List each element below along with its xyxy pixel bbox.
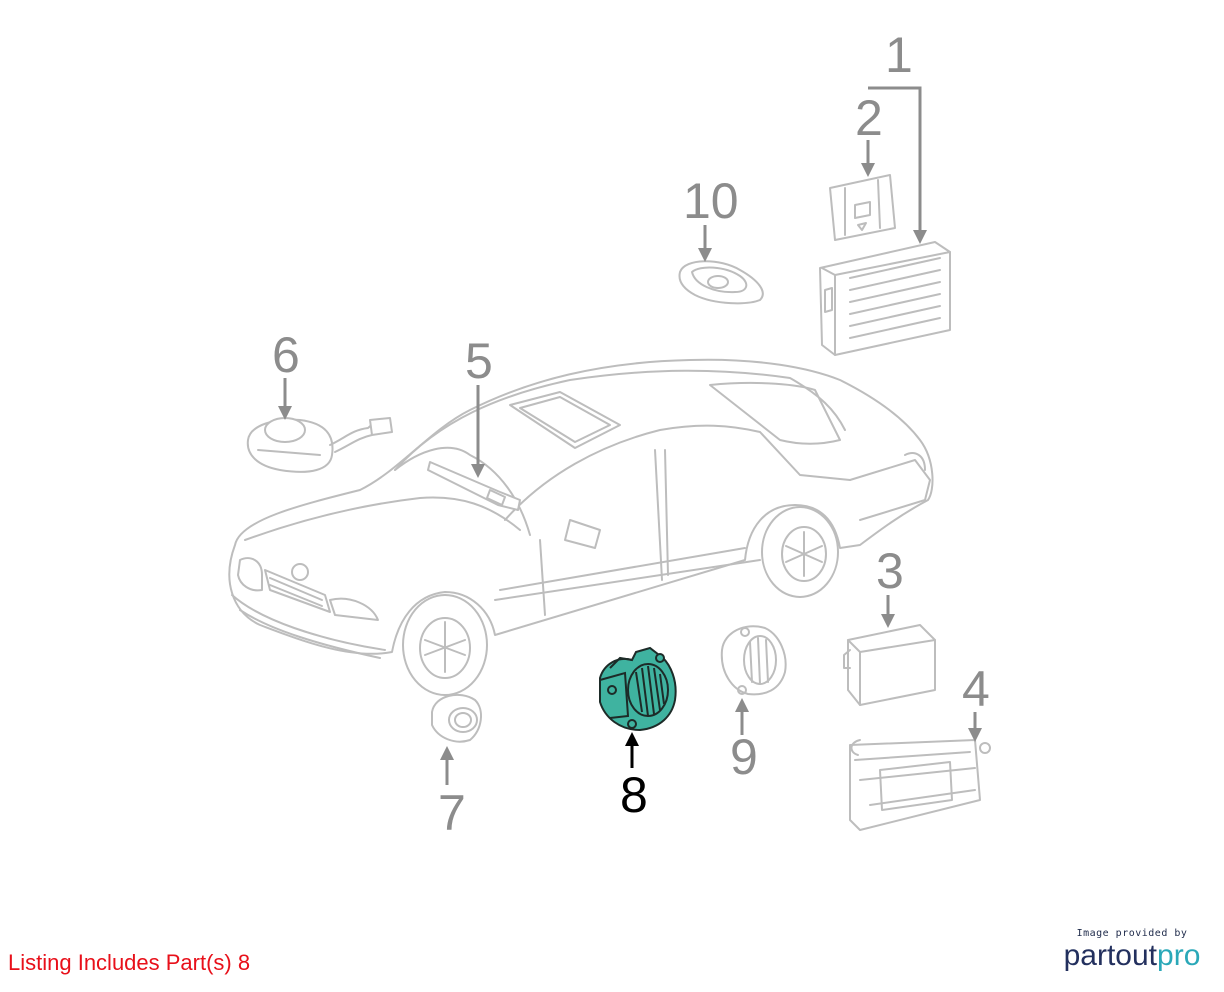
brand-part1: partout: [1063, 939, 1158, 972]
credit-caption: Image provided by: [1076, 928, 1188, 939]
callout-6: 6: [272, 327, 300, 383]
callout-8: 8: [620, 767, 648, 823]
callout-2: 2: [855, 90, 883, 146]
part-1-amplifier[interactable]: [819, 241, 951, 356]
partoutpro-logo: partoutpro: [1054, 941, 1210, 971]
callout-5: 5: [465, 333, 493, 389]
callout-3: 3: [876, 543, 904, 599]
callout-9: 9: [730, 729, 758, 785]
callout-1: 1: [885, 27, 913, 83]
part-2-module[interactable]: [829, 174, 896, 241]
listing-includes-text: Listing Includes Part(s) 8: [8, 950, 251, 975]
callout-leaders: [278, 86, 982, 785]
part-9-speaker[interactable]: [720, 625, 787, 696]
part-8-speaker-highlighted[interactable]: [599, 646, 677, 732]
part-6-speaker[interactable]: [246, 417, 393, 473]
part-10-tweeter[interactable]: [678, 260, 764, 305]
part-3-control-unit[interactable]: [843, 624, 936, 706]
image-credit: Image provided by partoutpro: [1054, 928, 1210, 971]
brand-part2: pro: [1157, 939, 1201, 972]
callout-7: 7: [438, 785, 466, 841]
callout-10: 10: [683, 173, 739, 229]
part-5-strip[interactable]: [427, 461, 521, 511]
part-7-sensor[interactable]: [431, 693, 482, 743]
callout-numbers: 1 2 3 4 5 6 7 8 9 10: [272, 27, 990, 841]
callout-4: 4: [962, 661, 990, 717]
car-illustration: [228, 358, 934, 696]
part-4-bracket[interactable]: [849, 739, 991, 831]
